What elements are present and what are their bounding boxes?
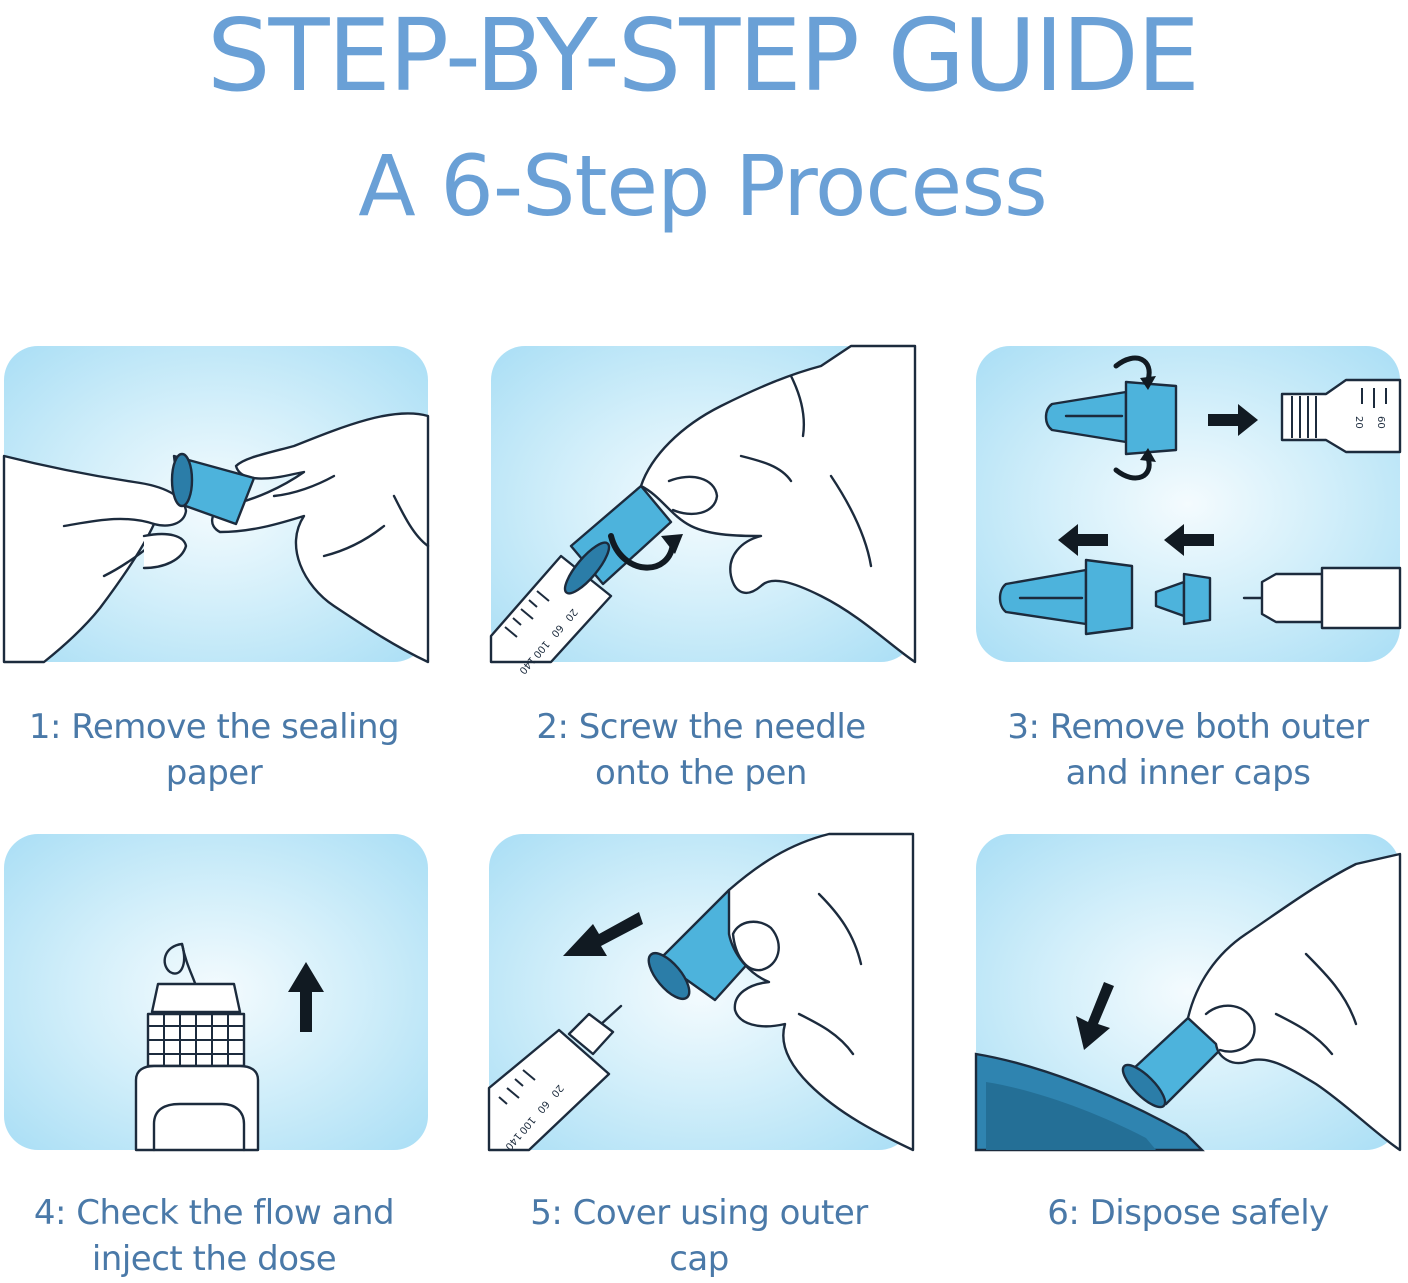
step-2-caption-line1: 2: Screw the needle bbox=[536, 707, 866, 747]
step-4-caption-line2: inject the dose bbox=[91, 1239, 337, 1279]
step-1-caption: 1: Remove the sealing paper bbox=[0, 704, 434, 796]
step-5-caption: 5: Cover using outer cap bbox=[479, 1190, 919, 1282]
step-6-caption-line1: 6: Dispose safely bbox=[1047, 1193, 1329, 1233]
step-3-caption: 3: Remove both outer and inner caps bbox=[968, 704, 1408, 796]
step-3-caption-line1: 3: Remove both outer bbox=[1007, 707, 1369, 747]
step-3-caption-line2: and inner caps bbox=[1065, 753, 1311, 793]
step-1-illustration bbox=[2, 346, 430, 664]
step-2-illustration: 20 60 100 140 bbox=[489, 344, 917, 676]
step-6-caption: 6: Dispose safely bbox=[968, 1190, 1408, 1236]
step-3-illustration: 20 60 bbox=[976, 346, 1402, 662]
step-5-caption-line2: cap bbox=[669, 1239, 729, 1279]
step-4-illustration bbox=[4, 834, 428, 1152]
step-6-illustration bbox=[974, 834, 1402, 1152]
step-2-caption-line2: onto the pen bbox=[595, 753, 807, 793]
step-1-caption-line1: 1: Remove the sealing bbox=[28, 707, 400, 747]
step3-scale-60: 60 bbox=[1375, 416, 1386, 429]
page-subtitle: A 6-Step Process bbox=[358, 137, 1048, 235]
step-2-caption: 2: Screw the needle onto the pen bbox=[481, 704, 921, 796]
step-4-caption-line1: 4: Check the flow and bbox=[33, 1193, 395, 1233]
step3-scale-20: 20 bbox=[1353, 416, 1364, 429]
page-title: STEP-BY-STEP GUIDE bbox=[206, 0, 1200, 114]
step-1-caption-line2: paper bbox=[165, 753, 263, 793]
step-5-illustration: 20 60 100 140 bbox=[487, 832, 915, 1152]
step-5-caption-line1: 5: Cover using outer bbox=[530, 1193, 868, 1233]
step-4-caption: 4: Check the flow and inject the dose bbox=[0, 1190, 434, 1282]
